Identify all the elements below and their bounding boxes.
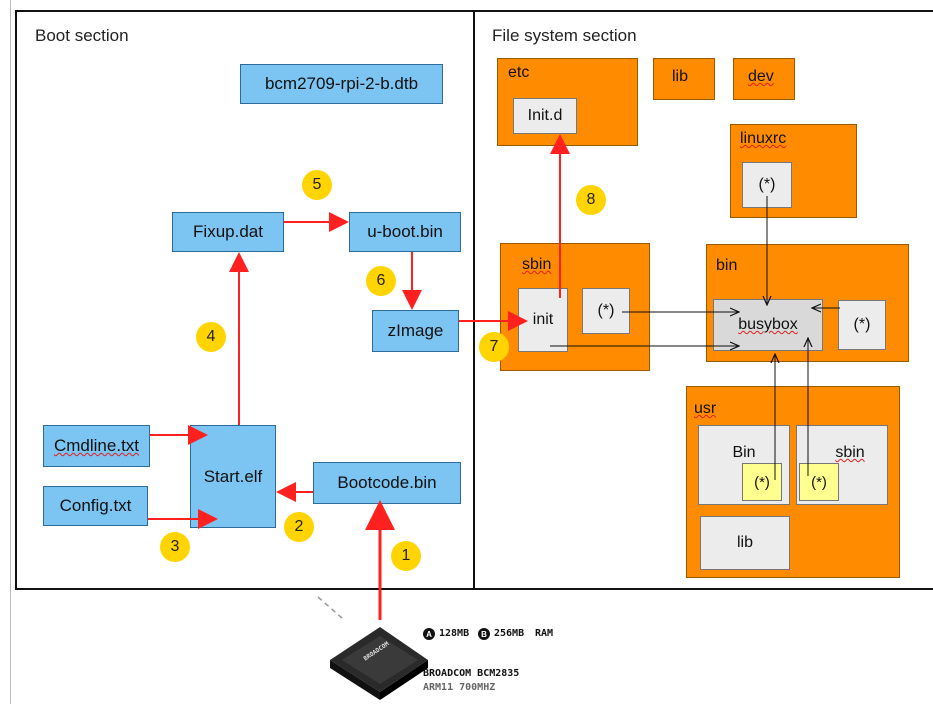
step-badge-6: 6 <box>366 266 396 296</box>
ram-b-icon: B <box>478 628 490 640</box>
ram-a-text: 128MB <box>439 628 469 639</box>
step-badge-5: 5 <box>302 170 332 200</box>
ram-b-text: 256MB <box>494 628 524 639</box>
step-badge-2: 2 <box>284 512 314 542</box>
step-badge-8: 8 <box>576 185 606 215</box>
step-badge-3: 3 <box>160 532 190 562</box>
ram-a-icon: A <box>423 628 435 640</box>
chip-icon <box>330 627 428 700</box>
chip-leader-line <box>318 597 342 618</box>
step-badge-7: 7 <box>479 332 509 362</box>
step-badge-1: 1 <box>391 541 421 571</box>
ram-label: RAM <box>535 628 553 639</box>
chip-model: BROADCOM BCM2835 <box>423 668 519 679</box>
step-badge-4: 4 <box>196 322 226 352</box>
chip-cpu: ARM11 700MHZ <box>423 682 495 693</box>
